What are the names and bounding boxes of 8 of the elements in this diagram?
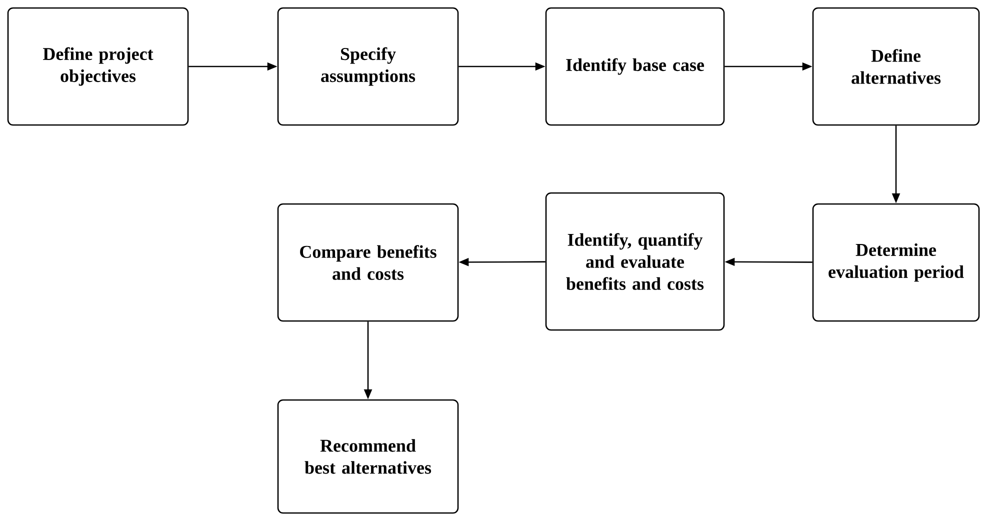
process-box: Recommend best alternatives <box>277 399 459 514</box>
process-box: Identify, quantify and evaluate benefits and costs <box>545 192 725 331</box>
process-box: Compare benefits and costs <box>277 203 459 322</box>
process-box: Define alternatives <box>812 7 980 126</box>
process-box: Specify assumptions <box>277 7 459 126</box>
process-box: Determine evaluation period <box>812 203 980 322</box>
process-box: Identify base case <box>545 7 725 126</box>
process-box: Define project objectives <box>7 7 189 126</box>
